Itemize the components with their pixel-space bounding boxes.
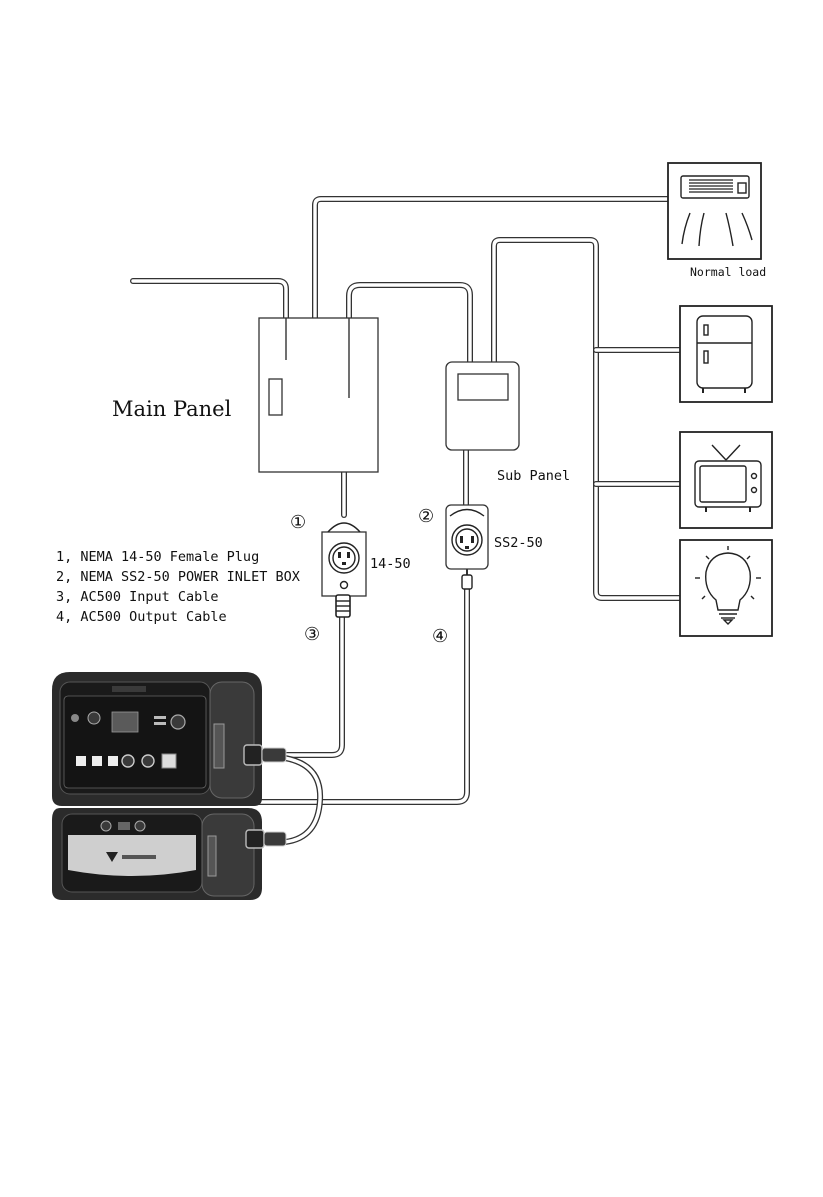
- normal-load-label: Normal load: [690, 265, 766, 279]
- legend-item-1: 1, NEMA 14-50 Female Plug: [56, 549, 259, 565]
- ac500-power-station: [52, 672, 286, 806]
- legend: 1, NEMA 14-50 Female Plug 2, NEMA SS2-50…: [56, 549, 300, 625]
- plug-ss2-50-label: SS2-50: [494, 535, 543, 551]
- nema-14-50-receptacle: [322, 523, 366, 617]
- battery-module: [52, 808, 286, 900]
- air-conditioner-icon: [668, 163, 761, 259]
- marker-1: ①: [290, 512, 306, 533]
- marker-2: ②: [418, 506, 434, 527]
- legend-item-3: 3, AC500 Input Cable: [56, 589, 219, 605]
- refrigerator-icon: [680, 306, 772, 402]
- ss2-50-inlet-box: [446, 505, 488, 589]
- light-bulb-icon: [680, 540, 772, 636]
- sub-panel: [446, 362, 519, 450]
- main-panel: [259, 318, 378, 472]
- marker-3: ③: [304, 624, 320, 645]
- legend-item-4: 4, AC500 Output Cable: [56, 609, 227, 625]
- legend-item-2: 2, NEMA SS2-50 POWER INLET BOX: [56, 569, 300, 585]
- plug-14-50-label: 14-50: [370, 556, 411, 572]
- main-panel-label: Main Panel: [112, 397, 232, 421]
- marker-4: ④: [432, 626, 448, 647]
- sub-panel-label: Sub Panel: [497, 468, 570, 484]
- television-icon: [680, 432, 772, 528]
